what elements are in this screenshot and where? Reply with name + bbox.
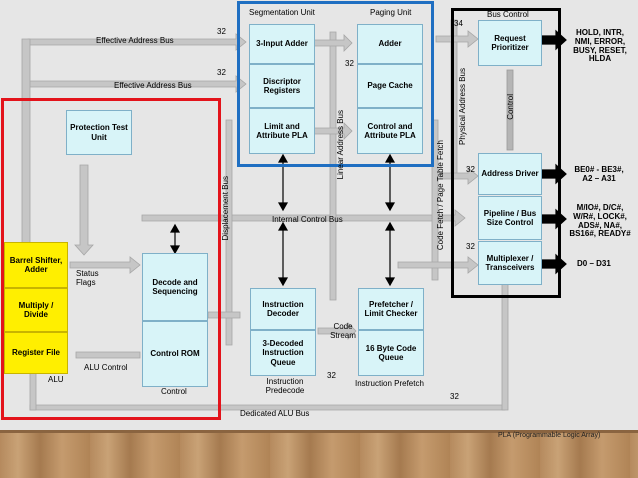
signal-arrow-mio	[541, 208, 567, 230]
effective-address-bus-top	[27, 33, 247, 51]
multiply-divide: Multiply / Divide	[4, 288, 68, 332]
limit-attribute-pla: Limit and Attribute PLA	[249, 108, 315, 154]
effective-address-bus-label-2: Effective Address Bus	[114, 81, 192, 90]
decoded-instruction-queue: 3-Decoded Instruction Queue	[250, 330, 316, 376]
protection-test-unit: Protection Test Unit	[66, 110, 132, 155]
signal-data-bus: D0 – D31	[577, 259, 611, 268]
pla-footnote: PLA (Programmable Logic Array)	[498, 432, 601, 439]
signal-be-address: BE0# - BE3#, A2 – A31	[574, 165, 624, 183]
alu-to-decode-bus	[69, 256, 141, 274]
instruction-predecode-label: Instruction Predecode	[265, 377, 305, 395]
bus-control-title: Bus Control	[487, 10, 529, 19]
code-stream-arrow	[317, 322, 357, 340]
to-address-driver	[439, 167, 479, 185]
width-label: 32	[450, 392, 459, 401]
wooden-floor	[0, 430, 638, 478]
width-label: 32	[466, 165, 475, 174]
left-vertical-bus	[21, 38, 31, 251]
effective-address-bus-second	[27, 75, 247, 93]
page-cache: Page Cache	[357, 64, 423, 108]
dedicated-alu-bus-right	[501, 271, 509, 411]
code-stream-label: Code Stream	[330, 322, 356, 340]
instruction-prefetch-label: Instruction Prefetch	[355, 379, 424, 388]
width-label: 32	[217, 27, 226, 36]
physical-address-bus-arrow	[450, 19, 458, 176]
paging-unit-title: Paging Unit	[370, 8, 412, 17]
instruction-decoder: Instruction Decoder	[250, 288, 316, 330]
signal-arrow-data	[541, 253, 567, 275]
descriptor-registers: Discriptor Registers	[249, 64, 315, 108]
width-label: 34	[454, 19, 463, 28]
decode-to-instruction-bus	[207, 311, 241, 319]
decode-and-sequencing: Decode and Sequencing	[142, 253, 208, 321]
paging-adder: Adder	[357, 24, 423, 64]
request-prioritizer: Request Prioritizer	[478, 20, 542, 66]
floor-edge	[0, 430, 638, 433]
segmentation-unit-title: Segmentation Unit	[249, 8, 315, 17]
dedicated-alu-bus-label: Dedicated ALU Bus	[240, 409, 310, 418]
three-input-adder: 3-Input Adder	[249, 24, 315, 64]
signal-arrow-hold	[541, 29, 567, 51]
multiplexer-transceivers: Multiplexer / Transceivers	[478, 241, 542, 285]
pipeline-bus-size-control: Pipeline / Bus Size Control	[478, 196, 542, 240]
internal-control-bus-label: Internal Control Bus	[272, 215, 343, 224]
physical-address-bus-label: Physical Address Bus	[458, 68, 467, 145]
code-fetch-bus-label: Code Fetch / Page Table Fetch	[436, 140, 445, 251]
signal-control-lines: M/IO#, D/C#, W/R#, LOCK#, ADS#, NA#, BS1…	[569, 203, 631, 239]
prefetcher-limit-checker: Prefetcher / Limit Checker	[358, 288, 424, 330]
alu-control-label: ALU Control	[84, 363, 128, 372]
alu-label: ALU	[48, 375, 64, 384]
segmentation-to-paging	[313, 34, 353, 52]
displacement-bus-label: Displacement Bus	[221, 176, 230, 241]
internal-control-bus	[141, 209, 466, 227]
segmentation-to-paging-2	[313, 122, 353, 140]
width-label: 32	[217, 68, 226, 77]
register-file: Register File	[4, 332, 68, 374]
width-label: 32	[345, 59, 354, 68]
displacement-bus-arrow	[225, 119, 233, 346]
address-driver: Address Driver	[478, 153, 542, 195]
status-flags-label: Status Flags	[76, 269, 99, 287]
protection-down-arrow	[74, 164, 94, 256]
signal-hold-intr-nmi: HOLD, INTR, NMI, ERROR, BUSY, RESET, HLD…	[573, 28, 627, 64]
signal-arrow-be	[541, 163, 567, 185]
paging-to-bus	[435, 30, 479, 48]
control-rom: Control ROM	[142, 321, 208, 387]
width-label: 32	[327, 371, 336, 380]
multiplexer-bus	[397, 256, 479, 274]
effective-address-bus-label-1: Effective Address Bus	[96, 36, 174, 45]
dedicated-alu-bus-up	[29, 369, 37, 411]
linear-address-bus-label: Linear Address Bus	[336, 110, 345, 180]
control-attribute-pla: Control and Attribute PLA	[357, 108, 423, 154]
barrel-shifter-adder: Barrel Shifter, Adder	[4, 242, 68, 288]
code-queue: 16 Byte Code Queue	[358, 330, 424, 376]
control-label: Control	[161, 387, 187, 396]
control-vertical-label: Control	[506, 94, 515, 120]
width-label: 32	[466, 242, 475, 251]
bus-control-link	[506, 69, 514, 151]
alu-control-bus	[75, 351, 141, 359]
